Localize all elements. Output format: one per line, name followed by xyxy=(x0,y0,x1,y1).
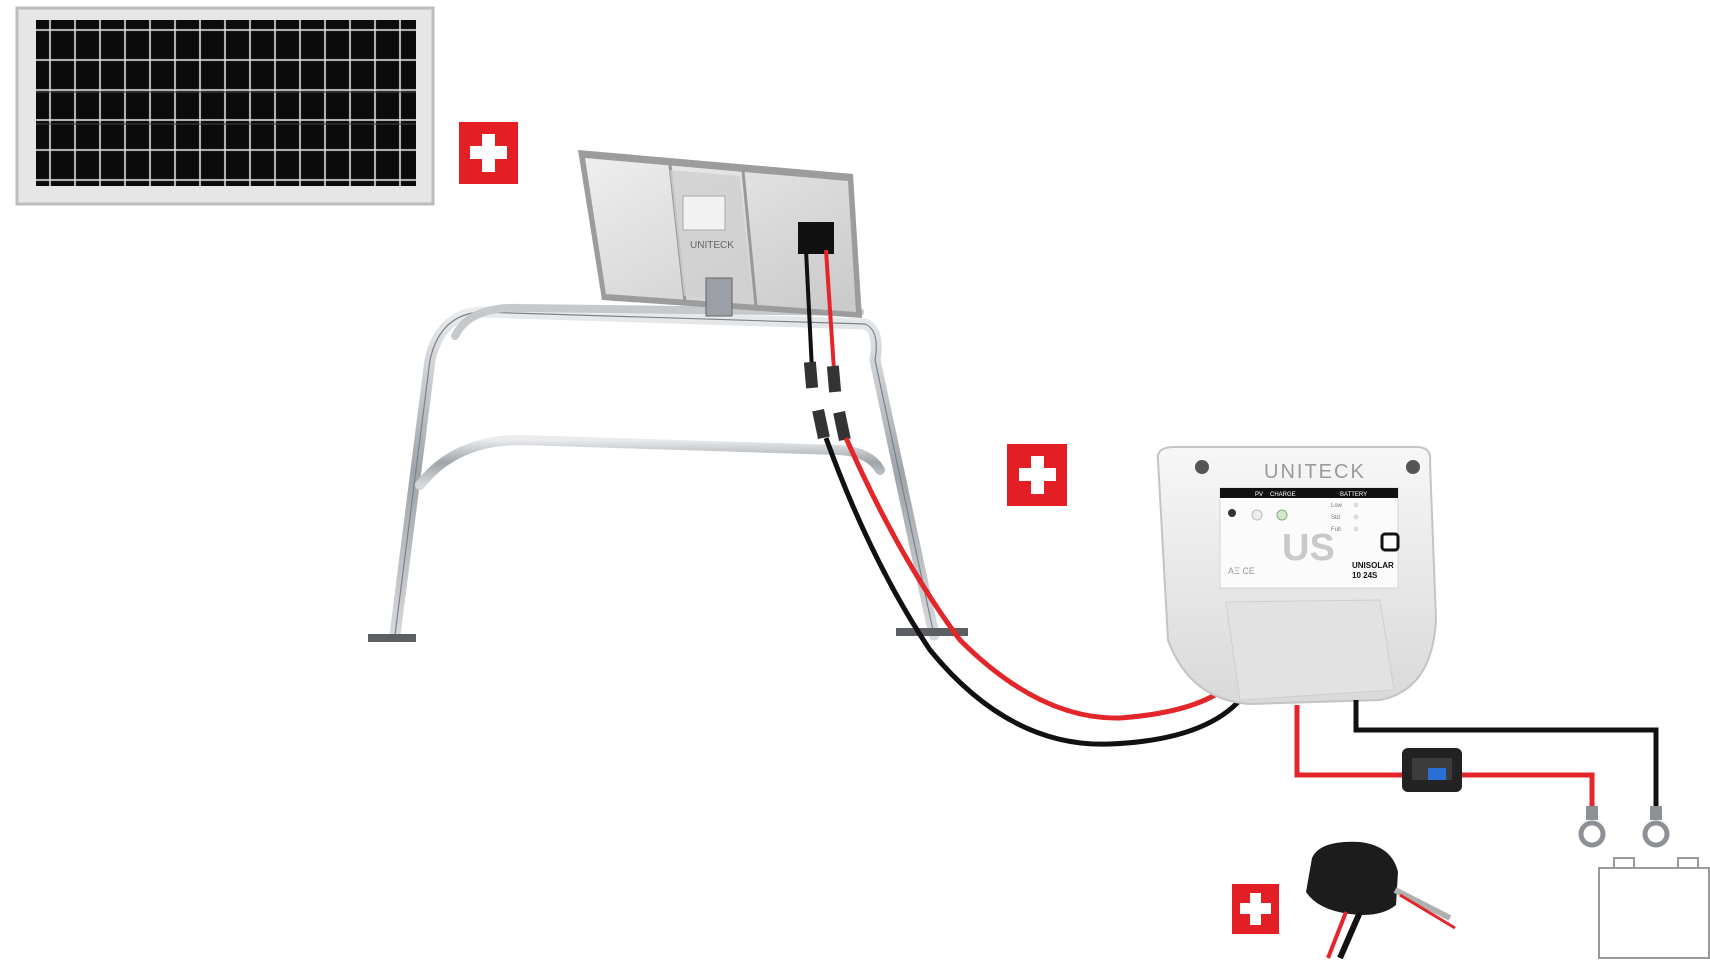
certification-marks: ΑΞ CE xyxy=(1228,566,1255,576)
battery-cable-positive xyxy=(1294,705,1595,808)
battery-level-full: Full xyxy=(1331,527,1341,533)
pv-led-label: PV xyxy=(1255,492,1263,498)
stainless-arch-rail xyxy=(368,303,968,642)
charge-controller: UNITECK PV CHARGE BATTERY Low Std Full U… xyxy=(1156,446,1438,706)
add-on-badge-2 xyxy=(1007,444,1067,506)
panel-leads xyxy=(803,249,842,393)
ring-terminal-negative xyxy=(1642,806,1670,848)
battery-led-label: BATTERY xyxy=(1340,492,1367,498)
add-on-badge-3 xyxy=(1232,884,1279,934)
battery xyxy=(1598,857,1710,959)
charge-led-label: CHARGE xyxy=(1270,492,1296,498)
controller-model-ref: 10 24S xyxy=(1352,571,1378,580)
pv-cable-negative xyxy=(823,437,1247,747)
add-on-badge-1 xyxy=(459,122,518,184)
fuse-holder xyxy=(1402,748,1462,792)
charge-led xyxy=(1276,509,1288,521)
controller-brand: UNITECK xyxy=(1264,461,1366,483)
controller-logo: US xyxy=(1282,527,1335,569)
solar-panel-front xyxy=(15,6,435,206)
battery-level-low: Low xyxy=(1331,503,1343,509)
temperature-sensor xyxy=(1306,841,1456,960)
mode-button xyxy=(1380,532,1400,552)
pv-cable-positive xyxy=(843,436,1232,721)
pv-led xyxy=(1251,509,1263,521)
solar-panel-back: UNITECK xyxy=(578,150,862,318)
indicator-led xyxy=(1228,509,1236,517)
mc4-connectors xyxy=(812,409,851,441)
battery-cable-negative xyxy=(1353,700,1659,808)
mount-brand-label: UNITECK xyxy=(690,240,734,251)
ring-terminal-positive xyxy=(1578,806,1606,848)
battery-level-std: Std xyxy=(1331,515,1340,521)
controller-model: UNISOLAR xyxy=(1352,561,1394,570)
